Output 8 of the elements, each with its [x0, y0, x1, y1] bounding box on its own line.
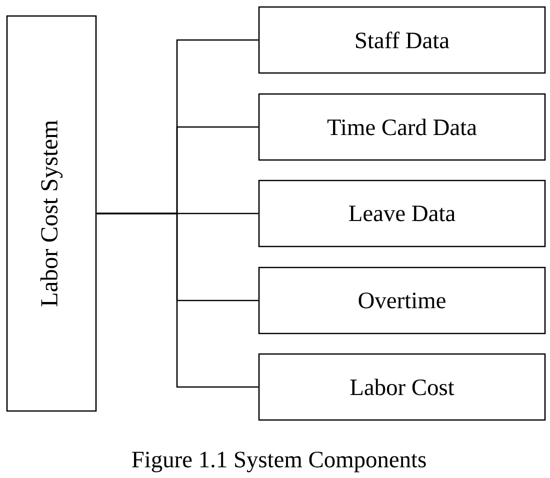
- connector-line: [96, 212, 258, 388]
- component-box: Labor Cost: [258, 353, 546, 421]
- system-box: Labor Cost System: [6, 15, 97, 412]
- component-box: Time Card Data: [258, 93, 546, 161]
- component-box: Overtime: [258, 266, 546, 334]
- figure-caption: Figure 1.1 System Components: [132, 452, 426, 472]
- component-box: Leave Data: [258, 180, 546, 248]
- component-box: Staff Data: [258, 6, 546, 74]
